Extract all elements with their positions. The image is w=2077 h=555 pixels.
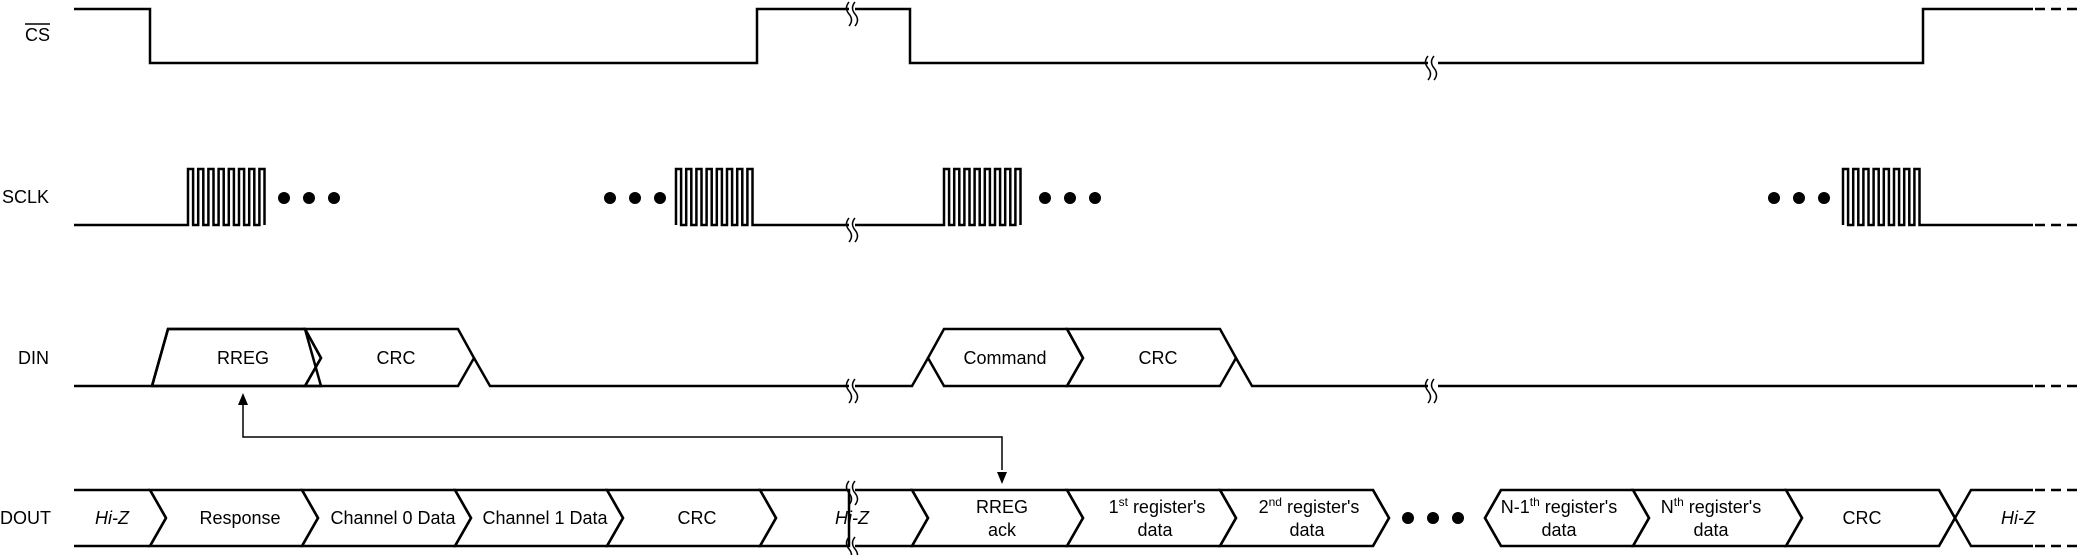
break-mark bbox=[845, 480, 859, 555]
dout-waveform: Hi-Z Response Channel 0 Data Channel 1 D… bbox=[74, 480, 2077, 555]
sclk-waveform bbox=[74, 167, 2077, 243]
dout-hiz-label: Hi-Z bbox=[95, 508, 130, 528]
dout-hiz2-label: Hi-Z bbox=[835, 508, 870, 528]
break-mark bbox=[845, 378, 1438, 404]
din-crc2-label: CRC bbox=[1139, 348, 1178, 368]
sclk-ellipsis bbox=[278, 192, 1830, 204]
rreg-ack-arrow bbox=[238, 393, 1007, 484]
dout-regn-line1: Nth register's bbox=[1661, 495, 1761, 517]
dout-hiz3-label: Hi-Z bbox=[2001, 508, 2036, 528]
dout-reg2-line1: 2nd register's bbox=[1259, 495, 1360, 517]
dout-reg2-line2: data bbox=[1289, 520, 1325, 540]
din-command-label: Command bbox=[963, 348, 1046, 368]
dout-ch0-label: Channel 0 Data bbox=[330, 508, 456, 528]
dout-regn1-line2: data bbox=[1541, 520, 1577, 540]
dout-response-label: Response bbox=[199, 508, 280, 528]
break-mark bbox=[845, 217, 859, 243]
dout-reg1-line2: data bbox=[1137, 520, 1173, 540]
dout-ellipsis bbox=[1402, 512, 1464, 524]
dout-label: DOUT bbox=[0, 508, 51, 528]
dout-regn-line2: data bbox=[1693, 520, 1729, 540]
cs-waveform bbox=[74, 1, 2077, 81]
dout-crc2-label: CRC bbox=[1843, 508, 1882, 528]
dout-crc-label: CRC bbox=[678, 508, 717, 528]
din-crc-label: CRC bbox=[377, 348, 416, 368]
din-waveform: RREG CRC Command CRC bbox=[74, 327, 2077, 404]
dout-regn1-line1: N-1th register's bbox=[1501, 495, 1618, 517]
dout-rreg-ack-line2: ack bbox=[988, 520, 1017, 540]
din-rreg-label: RREG bbox=[217, 348, 269, 368]
break-mark bbox=[845, 1, 1438, 81]
din-label: DIN bbox=[18, 348, 49, 368]
dout-reg1-line1: 1st register's bbox=[1109, 495, 1206, 517]
cs-label: CS bbox=[25, 25, 50, 45]
dout-ch1-label: Channel 1 Data bbox=[482, 508, 608, 528]
dout-rreg-ack-line1: RREG bbox=[976, 497, 1028, 517]
sclk-label: SCLK bbox=[2, 187, 49, 207]
